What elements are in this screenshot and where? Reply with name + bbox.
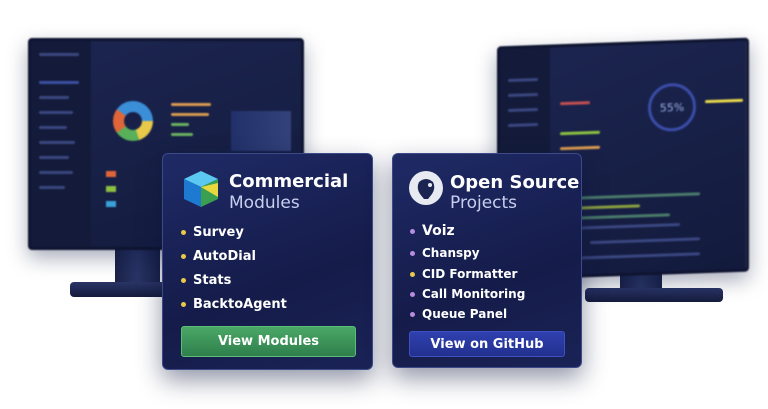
view-modules-button[interactable]: View Modules xyxy=(181,326,356,357)
bullet-icon xyxy=(410,311,415,317)
right-monitor-base xyxy=(585,288,723,302)
project-label: Voiz xyxy=(422,223,455,239)
module-item: Survey xyxy=(181,225,244,240)
project-item: Call Monitoring xyxy=(410,287,525,301)
bullet-icon xyxy=(410,250,415,256)
bullet-icon xyxy=(181,230,186,235)
module-label: Survey xyxy=(193,225,244,240)
module-label: BacktoAgent xyxy=(193,297,287,312)
bullet-icon xyxy=(181,302,186,307)
card-title: Commercial xyxy=(229,171,349,192)
gauge: 55% xyxy=(648,82,696,133)
open-source-projects-card: Open Source Projects Voiz Chanspy CID Fo… xyxy=(392,153,582,368)
project-item: CID Formatter xyxy=(410,267,517,281)
module-label: AutoDial xyxy=(193,249,256,264)
bullet-icon xyxy=(181,278,186,283)
view-on-github-button[interactable]: View on GitHub xyxy=(409,331,565,357)
project-item: Chanspy xyxy=(410,246,480,260)
bullet-icon xyxy=(410,291,415,297)
project-label: Chanspy xyxy=(422,246,480,260)
module-label: Stats xyxy=(193,273,232,288)
project-label: CID Formatter xyxy=(422,267,518,281)
module-item: Stats xyxy=(181,273,231,288)
bullet-icon xyxy=(181,254,186,259)
commercial-modules-card: Commercial Modules Survey AutoDial Stats… xyxy=(162,153,373,370)
module-item: AutoDial xyxy=(181,249,256,264)
github-icon xyxy=(409,171,443,205)
gauge-label: 55% xyxy=(659,100,685,115)
right-monitor-neck xyxy=(620,272,662,292)
bullet-icon xyxy=(410,271,415,277)
donut-chart-icon xyxy=(113,101,153,141)
project-label: Queue Panel xyxy=(422,307,508,321)
cube-icon xyxy=(184,171,218,207)
card-subtitle: Projects xyxy=(450,193,518,213)
bullet-icon xyxy=(410,228,415,234)
project-item: Voiz xyxy=(410,223,455,239)
card-title: Open Source xyxy=(450,172,580,193)
project-label: Call Monitoring xyxy=(422,287,526,301)
module-item: BacktoAgent xyxy=(181,297,287,312)
card-subtitle: Modules xyxy=(229,193,300,213)
left-monitor-neck xyxy=(115,245,160,287)
project-item: Queue Panel xyxy=(410,307,507,321)
